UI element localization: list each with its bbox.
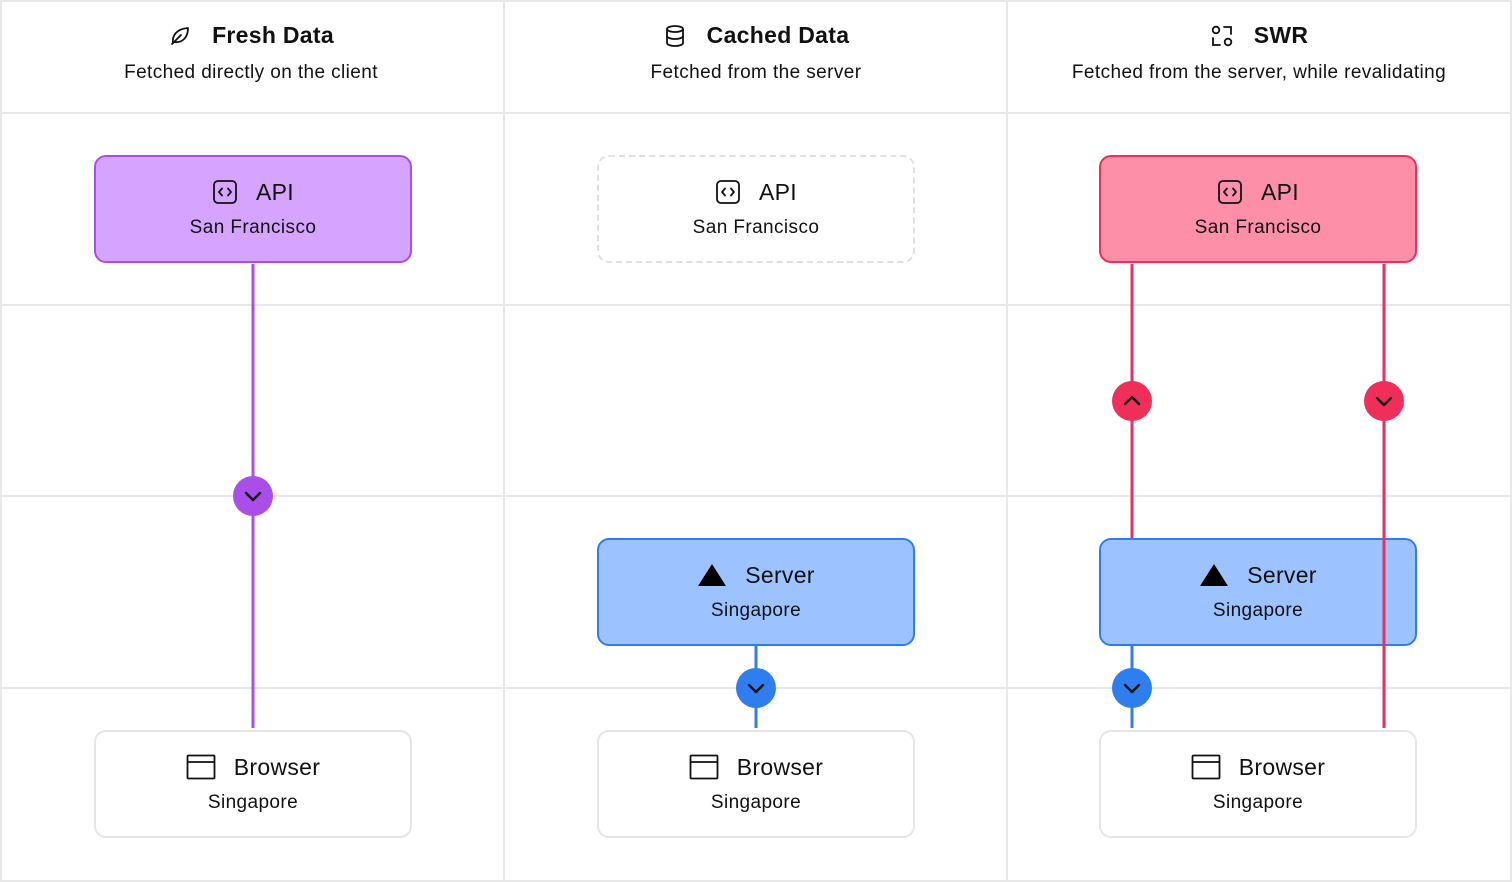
- server-node-cached[interactable]: Server Singapore: [597, 538, 915, 646]
- node-title: Server: [745, 561, 815, 588]
- code-icon: [212, 179, 238, 205]
- node-title: API: [1261, 178, 1299, 205]
- node-location: Singapore: [710, 600, 802, 621]
- chevron-down-icon: [1123, 683, 1141, 694]
- column-title: Fresh Data: [212, 22, 334, 48]
- node-title: Browser: [1238, 753, 1326, 780]
- api-node-fresh[interactable]: API San Francisco: [94, 155, 412, 263]
- node-location: Singapore: [710, 792, 802, 813]
- triangle-logo-icon: [1199, 563, 1229, 587]
- arrow-up-badge-swr-revalidate: [1112, 381, 1152, 421]
- chevron-down-icon: [244, 491, 262, 502]
- arrow-down-badge-swr-server: [1112, 668, 1152, 708]
- node-location: Singapore: [207, 792, 299, 813]
- code-icon: [715, 179, 741, 205]
- node-title: API: [256, 178, 294, 205]
- browser-window-icon: [689, 754, 719, 780]
- node-title: API: [759, 178, 797, 205]
- column-title: Cached Data: [706, 22, 850, 48]
- swr-icon: [1210, 24, 1234, 48]
- node-location: San Francisco: [692, 217, 820, 238]
- leaf-icon: [168, 24, 192, 48]
- chevron-up-icon: [1123, 395, 1141, 406]
- arrow-down-badge-swr-api: [1364, 381, 1404, 421]
- node-title: Browser: [736, 753, 824, 780]
- code-icon: [1217, 179, 1243, 205]
- column-header-cached-data: Cached Data Fetched from the server: [505, 0, 1007, 112]
- node-location: Singapore: [1212, 792, 1304, 813]
- node-location: San Francisco: [1194, 217, 1322, 238]
- column-subtitle: Fetched from the server: [650, 62, 862, 83]
- arrow-down-badge-fresh: [233, 476, 273, 516]
- column-subtitle: Fetched from the server, while revalidat…: [1071, 62, 1447, 83]
- column-title: SWR: [1253, 22, 1309, 48]
- browser-node-swr[interactable]: Browser Singapore: [1099, 730, 1417, 838]
- chevron-down-icon: [1375, 396, 1393, 407]
- api-node-cached[interactable]: API San Francisco: [597, 155, 915, 263]
- database-icon: [663, 24, 687, 48]
- column-header-fresh-data: Fresh Data Fetched directly on the clien…: [0, 0, 502, 112]
- column-header-swr: SWR Fetched from the server, while reval…: [1008, 0, 1510, 112]
- arrow-down-badge-cached: [736, 668, 776, 708]
- node-title: Browser: [233, 753, 321, 780]
- node-location: San Francisco: [189, 217, 317, 238]
- api-node-swr[interactable]: API San Francisco: [1099, 155, 1417, 263]
- triangle-logo-icon: [697, 563, 727, 587]
- browser-node-cached[interactable]: Browser Singapore: [597, 730, 915, 838]
- node-title: Server: [1247, 561, 1317, 588]
- browser-window-icon: [186, 754, 216, 780]
- node-location: Singapore: [1212, 600, 1304, 621]
- server-node-swr[interactable]: Server Singapore: [1099, 538, 1417, 646]
- browser-window-icon: [1191, 754, 1221, 780]
- chevron-down-icon: [747, 683, 765, 694]
- column-subtitle: Fetched directly on the client: [124, 62, 378, 83]
- browser-node-fresh[interactable]: Browser Singapore: [94, 730, 412, 838]
